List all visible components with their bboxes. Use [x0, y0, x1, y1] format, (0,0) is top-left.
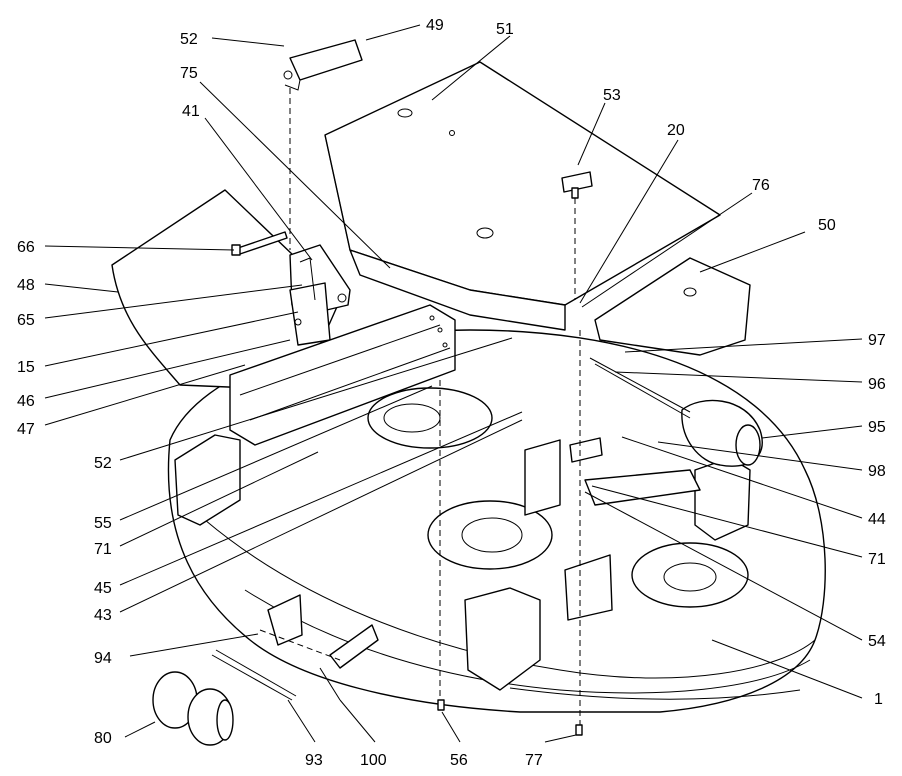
callout-52-top: 52 [180, 31, 198, 48]
callout-95: 95 [868, 419, 886, 436]
shaft-93 [211, 649, 297, 701]
callout-50: 50 [818, 217, 836, 234]
callout-76: 76 [752, 177, 770, 194]
callout-47: 47 [17, 421, 35, 438]
chute-cover-50 [594, 257, 751, 356]
callout-45: 45 [94, 580, 112, 597]
callout-93: 93 [305, 752, 323, 769]
center-bracket-54 [524, 437, 701, 621]
knob-53 [561, 171, 593, 199]
bracket-49 [283, 39, 363, 91]
callout-15: 15 [17, 359, 35, 376]
callout-48: 48 [17, 277, 35, 294]
callout-46: 46 [17, 393, 35, 410]
callout-100: 100 [360, 752, 387, 769]
callout-labels: 52 49 51 75 53 41 20 76 66 50 48 65 15 9… [17, 17, 886, 769]
discharge-cover-51 [324, 61, 721, 331]
callout-96: 96 [868, 376, 886, 393]
callout-44: 44 [868, 511, 886, 528]
callout-65: 65 [17, 312, 35, 329]
callout-80: 80 [94, 730, 112, 747]
callout-98: 98 [868, 463, 886, 480]
bracket-94 [267, 594, 379, 701]
callout-41: 41 [182, 103, 200, 120]
bracket-assembly-41 [289, 244, 351, 346]
callout-56: 56 [450, 752, 468, 769]
callout-53: 53 [603, 87, 621, 104]
callout-49: 49 [426, 17, 444, 34]
callout-97: 97 [868, 332, 886, 349]
callout-55: 55 [94, 515, 112, 532]
callout-51: 51 [496, 21, 514, 38]
leader-lines [44, 24, 863, 743]
alignment-lines [259, 88, 581, 725]
front-wheel-bracket [174, 434, 751, 691]
bolt-66 [231, 231, 288, 256]
callout-75: 75 [180, 65, 198, 82]
mower-deck [167, 329, 826, 713]
callout-20: 20 [667, 122, 685, 139]
fastener-77 [575, 724, 583, 736]
roller-80 [152, 671, 234, 746]
callout-94: 94 [94, 650, 112, 667]
hitch-bar-47 [229, 304, 456, 446]
callout-43: 43 [94, 607, 112, 624]
callout-77: 77 [525, 752, 543, 769]
fastener-56 [437, 699, 445, 711]
callout-66: 66 [17, 239, 35, 256]
callout-71-right: 71 [868, 551, 886, 568]
callout-52-mid: 52 [94, 455, 112, 472]
callout-54: 54 [868, 633, 886, 650]
callout-1: 1 [874, 691, 883, 708]
callout-71-left: 71 [94, 541, 112, 558]
